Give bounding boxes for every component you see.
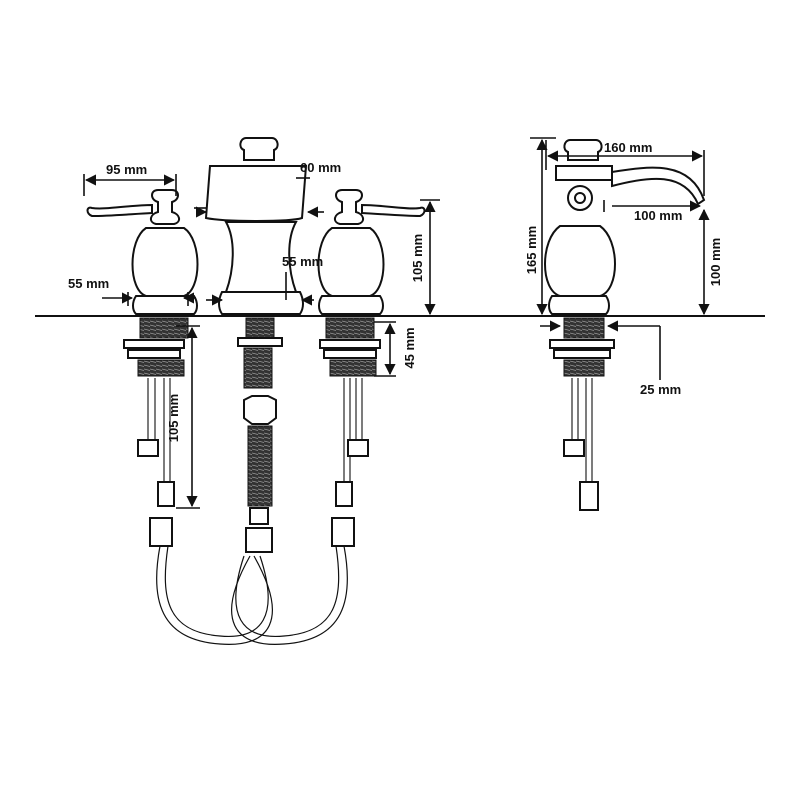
dim-spout-outlet: 100 mm	[634, 208, 682, 223]
center-spout	[204, 137, 308, 525]
right-handle-valve	[317, 189, 426, 507]
dim-spout-base: 55 mm	[282, 254, 323, 269]
dim-height-above-deck: 105 mm	[410, 234, 425, 282]
dim-supply-length: 105 mm	[166, 394, 181, 442]
dim-left-base: 55 mm	[68, 276, 109, 291]
dim-spout-height: 165 mm	[524, 226, 539, 274]
dim-spout-reach: 160 mm	[604, 140, 652, 155]
side-view-spout	[544, 139, 706, 511]
dimension-lines	[83, 137, 710, 509]
left-handle-valve	[86, 189, 199, 507]
dim-outlet-height: 100 mm	[708, 238, 723, 286]
dim-shank-length: 45 mm	[402, 327, 417, 368]
dim-handle-width: 95 mm	[106, 162, 147, 177]
dim-spout-width: 60 mm	[300, 160, 341, 175]
dim-deck-hole: 25 mm	[640, 382, 681, 397]
supply-hoses	[149, 517, 355, 645]
